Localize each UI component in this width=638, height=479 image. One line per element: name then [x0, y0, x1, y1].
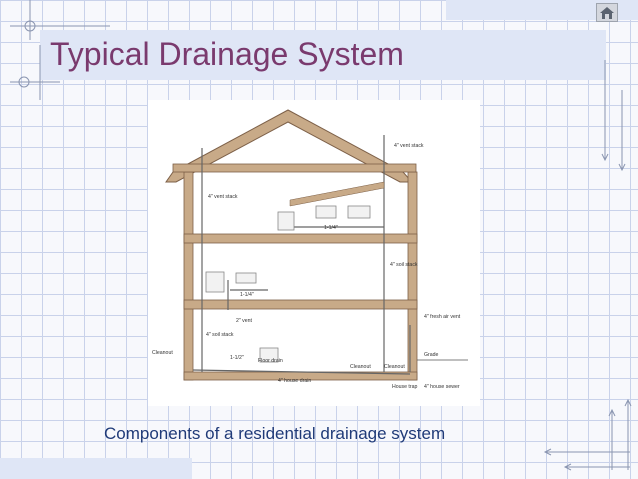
house-cross-section: 4" vent stack 4" vent stack 4" soil stac…	[152, 109, 468, 390]
bottom-accent-band	[0, 458, 192, 479]
drainage-diagram: 4" vent stack 4" vent stack 4" soil stac…	[148, 100, 480, 406]
home-button[interactable]	[596, 3, 618, 22]
left-wall	[183, 171, 194, 381]
sink-middle	[235, 272, 257, 284]
toilet-upper	[277, 211, 295, 231]
slide-caption: Components of a residential drainage sys…	[104, 424, 446, 443]
second-floor	[183, 233, 418, 244]
right-wall	[407, 171, 418, 381]
first-floor	[183, 299, 418, 310]
top-accent-band	[446, 0, 638, 20]
label-vent-stack-left: 4" vent stack	[208, 194, 238, 200]
label-fresh-air-vent: 4" fresh air vent	[424, 314, 461, 320]
label-cleanout-left: Cleanout	[152, 350, 173, 356]
label-house-sewer: 4" house sewer	[424, 384, 460, 390]
label-house-drain: 4" house drain	[278, 378, 311, 384]
toilet-middle	[205, 271, 225, 293]
tub-upper	[347, 205, 371, 219]
label-pipe-top: 1-1/4"	[324, 225, 338, 231]
label-pipe-floor: 1-1/2"	[230, 355, 244, 361]
slide-title: Typical Drainage System	[50, 36, 404, 72]
title-band	[40, 30, 606, 80]
label-soil-stack-right: 4" soil stack	[390, 262, 418, 268]
label-house-trap: House trap	[392, 384, 417, 390]
roof	[165, 109, 414, 183]
label-pipe-mid: 1-1/4"	[240, 292, 254, 298]
sink-upper	[315, 205, 337, 219]
label-vent-2in: 2" vent	[236, 318, 253, 324]
label-soil-stack-left: 4" soil stack	[206, 332, 234, 338]
label-floor-drain: Floor drain	[258, 358, 283, 364]
attic-floor	[172, 163, 417, 173]
vent-slope	[289, 181, 385, 207]
label-vent-stack-roof: 4" vent stack	[394, 143, 424, 149]
label-cleanout-right: Cleanout	[384, 364, 405, 370]
home-icon	[600, 7, 614, 19]
label-cleanout-mid: Cleanout	[350, 364, 371, 370]
washtub-basement	[259, 347, 279, 363]
house-drain-pipe	[192, 369, 411, 375]
label-grade: Grade	[424, 352, 439, 358]
